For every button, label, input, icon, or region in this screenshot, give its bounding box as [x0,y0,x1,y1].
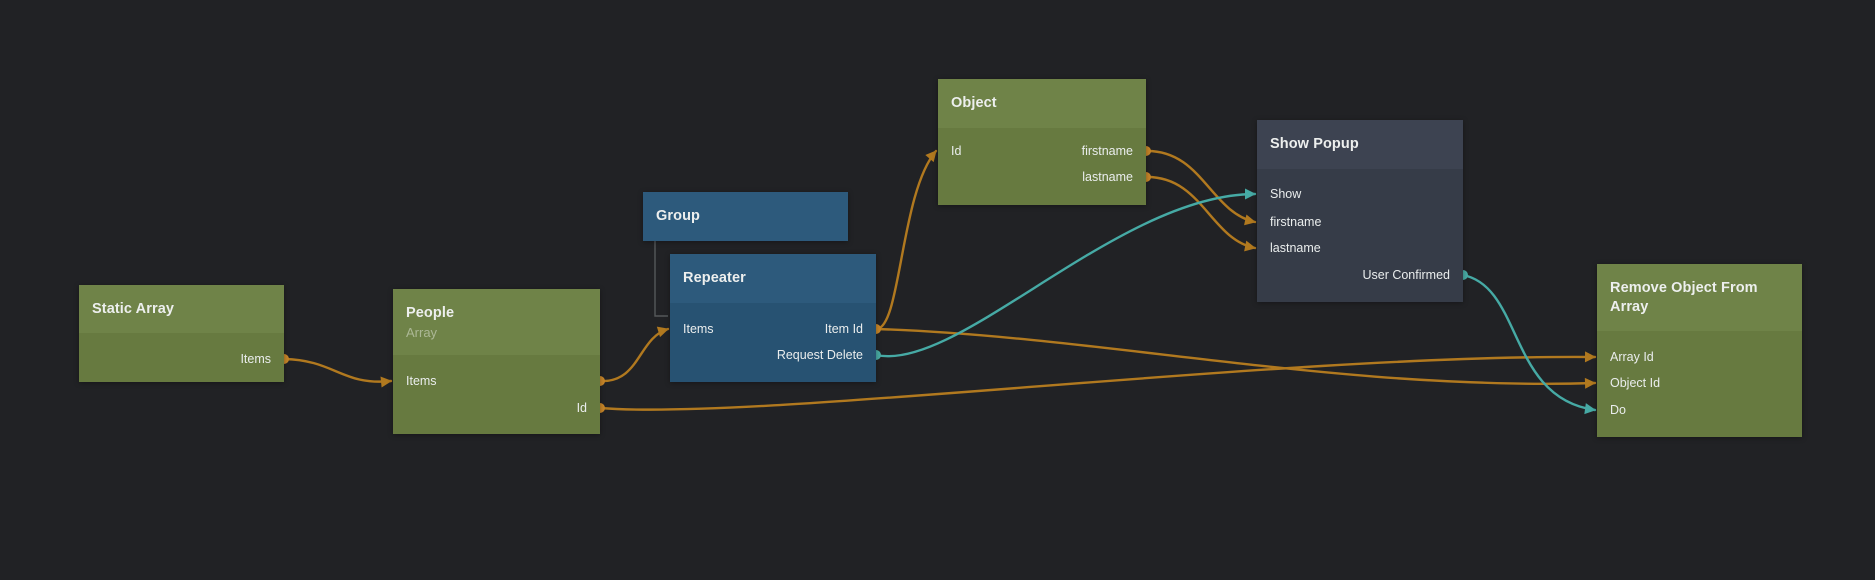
port-user-confirmed[interactable]: User Confirmed [1362,268,1450,282]
port-id[interactable]: Id [951,144,962,158]
node-header[interactable]: Remove Object From Array [1597,264,1802,331]
node-title: Show Popup [1270,136,1359,152]
port-lastname[interactable]: lastname [1082,170,1133,184]
port-id[interactable]: Id [576,401,587,415]
node-header[interactable]: Show Popup [1257,120,1463,169]
wire-object.lastname-to-show-popup.lastname[interactable] [1144,175,1257,250]
wire-people.items-out-to-repeater.items[interactable] [598,327,670,383]
child-connection-group-repeater [654,241,668,317]
port-show[interactable]: Show [1270,187,1302,201]
node-title: Static Array [92,300,175,317]
node-header[interactable]: Static Array [79,285,284,333]
wire-repeater.item-id-to-remove-object.object-id[interactable] [874,327,1597,385]
node-header[interactable]: Repeater [670,254,876,303]
node-title: Repeater [683,270,746,286]
node-title: Group [656,208,700,224]
port-array-id[interactable]: Array Id [1610,350,1654,364]
port-request-delete[interactable]: Request Delete [776,348,863,362]
node-title: Remove Object From Array [1610,279,1758,315]
port-do[interactable]: Do [1610,403,1626,417]
node-group[interactable]: Group [643,192,848,241]
port-items[interactable]: Items [683,322,714,336]
node-title: Object [951,95,997,111]
node-header[interactable]: Object [938,79,1146,128]
node-header[interactable]: Group [643,192,848,241]
wire-people.id-to-remove-object.array-id[interactable] [598,355,1597,411]
wire-show-popup.user-confirmed-to-remove-object.do[interactable] [1461,273,1597,412]
wire-repeater.item-id-to-object.id[interactable] [874,149,938,331]
port-firstname[interactable]: firstname [1270,215,1322,229]
wire-repeater.request-delete-to-show-popup.show[interactable] [874,192,1257,358]
wire-static-array.items-to-people.items-in[interactable] [282,357,393,383]
port-lastname[interactable]: lastname [1270,241,1321,255]
port-firstname[interactable]: firstname [1081,144,1133,158]
node-subtitle: Array [406,324,438,340]
node-title: People [406,304,455,321]
port-items[interactable]: Items [240,352,271,366]
wire-object.firstname-to-show-popup.firstname[interactable] [1144,149,1257,224]
port-item-id[interactable]: Item Id [824,322,863,336]
port-items-in[interactable]: Items [406,374,437,388]
port-object-id[interactable]: Object Id [1610,376,1661,390]
